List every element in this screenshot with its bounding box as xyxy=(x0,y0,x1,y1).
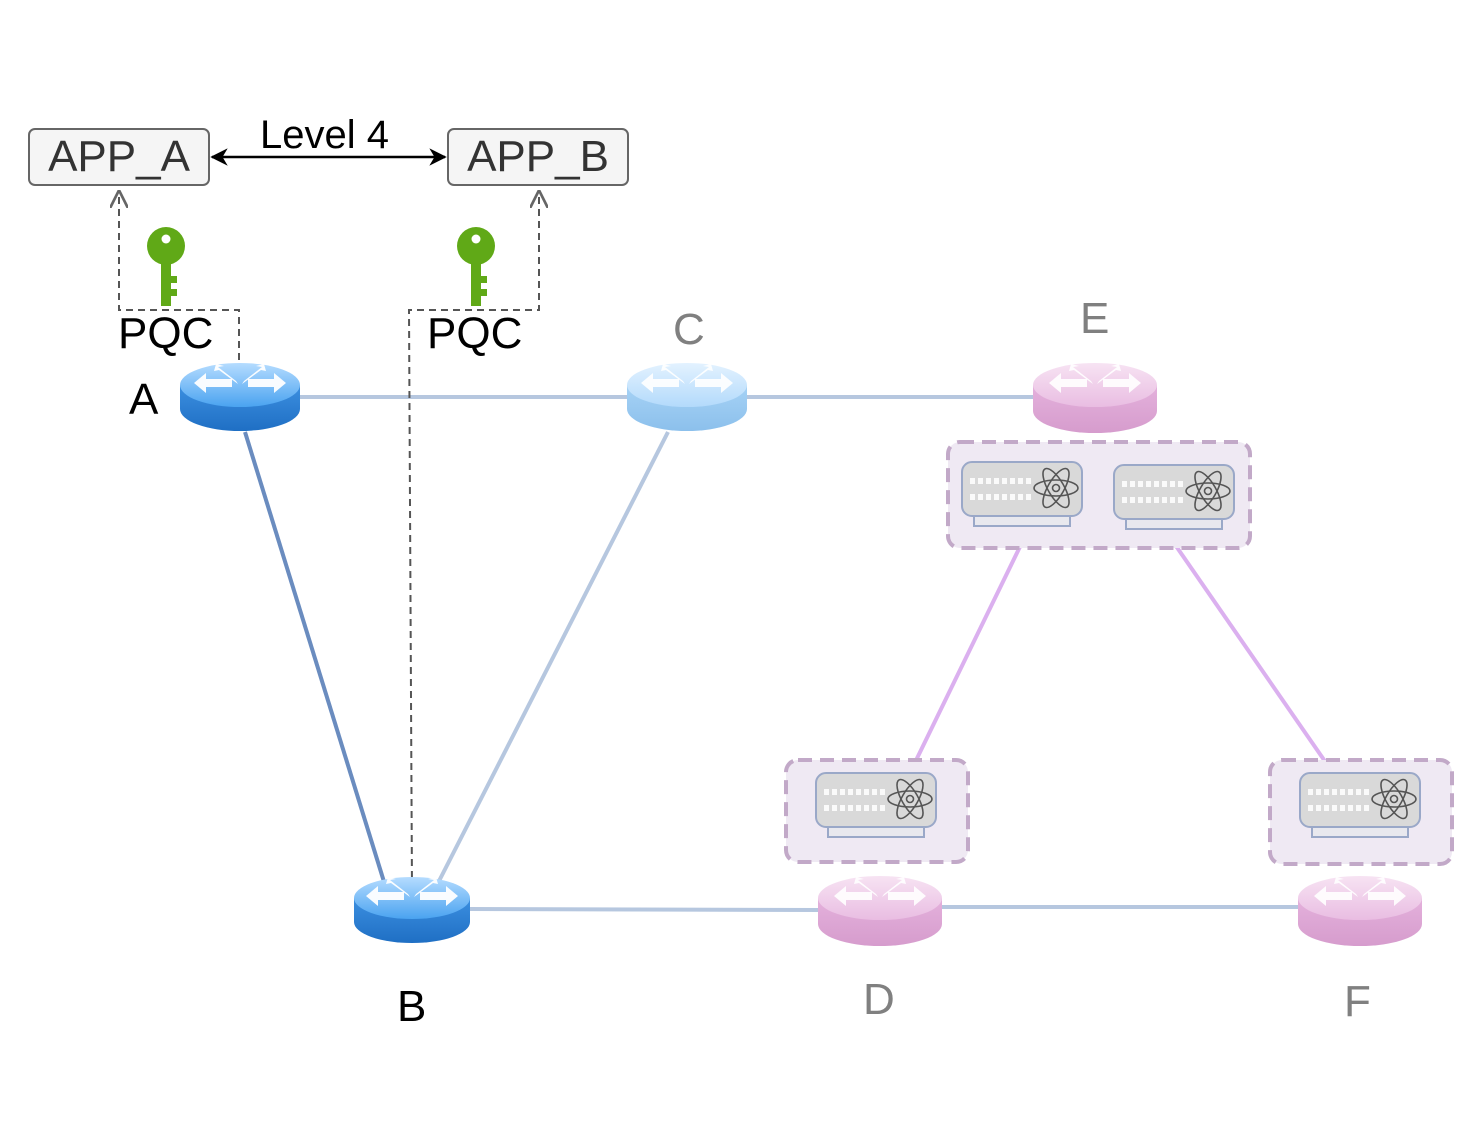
quantum-link-e-d xyxy=(903,519,1035,784)
node-label-b: B xyxy=(397,982,427,1031)
app-a-box[interactable]: APP_A xyxy=(28,128,210,186)
key-icon xyxy=(457,227,495,306)
router-icon[interactable] xyxy=(1033,363,1157,433)
quantum-device-group xyxy=(784,758,970,864)
node-label-c: C xyxy=(673,305,705,354)
key-icon xyxy=(147,227,185,306)
atom-icon xyxy=(1185,470,1231,512)
pqc-label-right: PQC xyxy=(427,309,523,358)
router-icon[interactable] xyxy=(180,363,300,431)
link-level-label: Level 4 xyxy=(260,113,389,157)
atom-icon xyxy=(887,778,933,820)
link-a-b xyxy=(243,431,387,886)
quantum-device xyxy=(815,772,937,838)
pqc-connector-right xyxy=(407,192,539,891)
pqc-connector-left xyxy=(119,192,240,360)
node-label-f: F xyxy=(1344,977,1371,1026)
quantum-link-e-f xyxy=(1156,518,1342,785)
quantum-device xyxy=(1113,464,1235,530)
pqc-label-left: PQC xyxy=(118,309,214,358)
node-label-a: A xyxy=(129,375,159,424)
app-b-box[interactable]: APP_B xyxy=(447,128,629,186)
quantum-device xyxy=(1299,772,1421,838)
link-b-d xyxy=(469,907,821,912)
router-icon[interactable] xyxy=(818,876,942,946)
app-a-label: APP_A xyxy=(48,132,190,181)
atom-icon xyxy=(1371,778,1417,820)
link-c-b xyxy=(435,431,670,886)
quantum-device-group xyxy=(946,440,1252,550)
quantum-device-group xyxy=(1268,758,1454,866)
node-label-e: E xyxy=(1080,294,1110,343)
node-label-d: D xyxy=(863,975,895,1024)
app-b-label: APP_B xyxy=(467,132,609,181)
atom-icon xyxy=(1033,467,1079,509)
router-icon[interactable] xyxy=(1298,876,1422,946)
router-icon[interactable] xyxy=(354,877,470,943)
router-icon[interactable] xyxy=(627,363,747,431)
quantum-device xyxy=(961,461,1083,527)
